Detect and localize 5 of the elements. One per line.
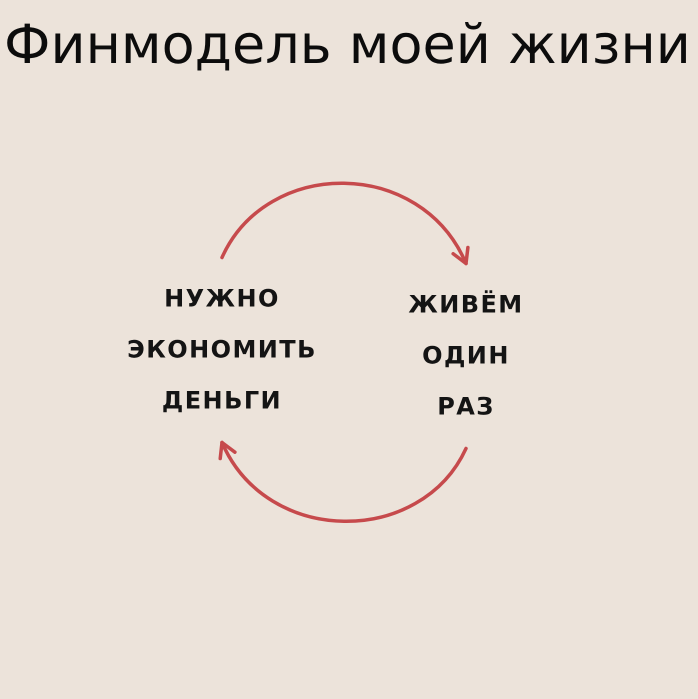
handwritten-label: НУЖНО ЭКОНОМИТЬ ДЕНЬГИ [123, 258, 321, 442]
curved-arrow [220, 440, 468, 523]
handwritten-label: ЖИВЁМ ОДИН РАЗ [404, 264, 528, 448]
diagram-title: Финмодель моей жизни [4, 12, 691, 78]
curved-arrow [220, 182, 468, 266]
